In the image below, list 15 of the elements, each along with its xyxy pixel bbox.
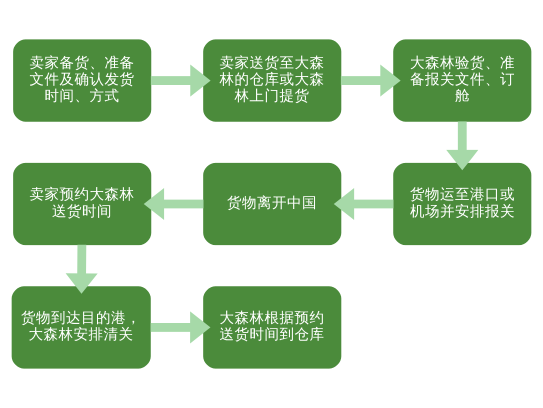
arrow [144, 188, 204, 220]
node-box: 大森林根据预约送货时间到仓库 [203, 286, 342, 369]
node-box: 货物运至港口或机场并安排报关 [393, 162, 532, 246]
arrow [150, 311, 210, 344]
node-box: 卖家预约大森林送货时间 [13, 162, 152, 246]
arrow [446, 121, 478, 170]
node-box: 大森林验货、准备报关文件、订舱 [393, 39, 532, 122]
arrow [334, 188, 394, 220]
node-box: 卖家送货至大森林的仓库或大森林上门提货 [203, 39, 342, 122]
node-box: 货物到达目的港，大森林安排清关 [12, 286, 151, 369]
node-box: 卖家备货、准备文件及确认发货时间、方式 [13, 39, 152, 122]
arrow [340, 64, 401, 97]
node-box: 货物离开中国 [203, 162, 342, 246]
arrow [66, 244, 98, 294]
arrow [150, 64, 211, 97]
